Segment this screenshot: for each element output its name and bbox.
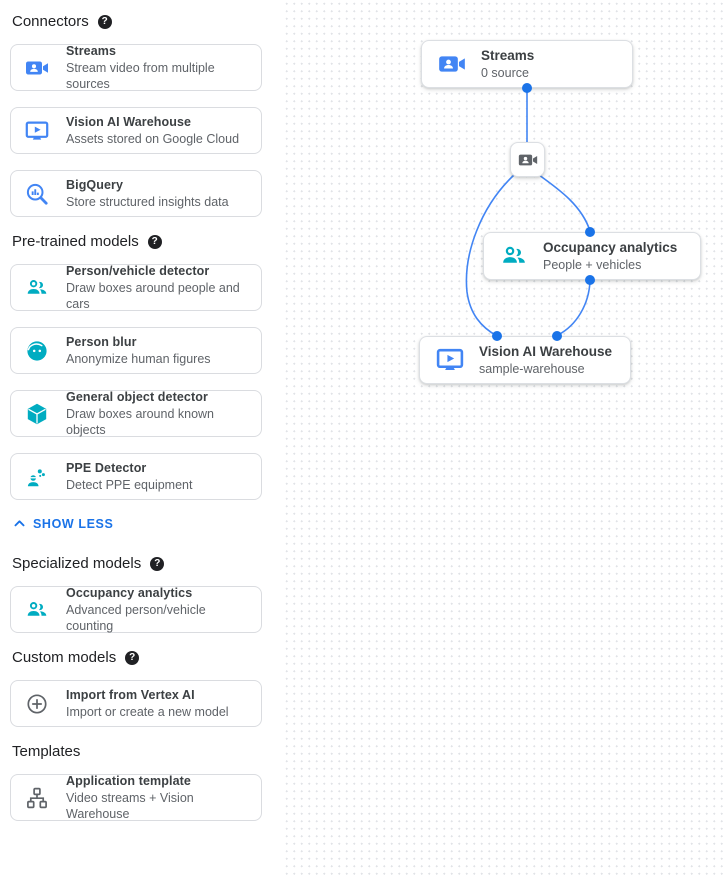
palette-card-vision-ai-warehouse[interactable]: Vision AI Warehouse Assets stored on Goo… xyxy=(10,107,262,154)
help-icon[interactable]: ? xyxy=(125,651,140,665)
port-warehouse-input-1[interactable] xyxy=(492,331,502,341)
port-warehouse-input-2[interactable] xyxy=(552,331,562,341)
card-subtitle: Draw boxes around people and cars xyxy=(66,281,240,311)
card-title: BigQuery xyxy=(66,178,124,192)
palette-card-ppe-detector[interactable]: PPE Detector Detect PPE equipment xyxy=(10,453,262,500)
node-title: Occupancy analytics xyxy=(543,240,678,255)
card-title: Import from Vertex AI xyxy=(66,688,195,702)
help-icon[interactable]: ? xyxy=(97,15,112,29)
card-title: General object detector xyxy=(66,390,208,404)
monitor-play-icon xyxy=(25,119,49,143)
ppe-person-icon xyxy=(25,465,49,489)
card-subtitle: Video streams + Vision Warehouse xyxy=(66,791,194,821)
palette-card-occupancy-analytics[interactable]: Occupancy analytics Advanced person/vehi… xyxy=(10,586,262,633)
palette-card-streams[interactable]: Streams Stream video from multiple sourc… xyxy=(10,44,262,91)
section-title: Templates xyxy=(12,743,81,760)
help-icon[interactable]: ? xyxy=(150,557,165,571)
card-subtitle: Anonymize human figures xyxy=(66,352,211,366)
show-less-link[interactable]: SHOW LESS xyxy=(12,516,262,531)
port-occupancy-output[interactable] xyxy=(585,275,595,285)
node-streams[interactable]: Streams 0 source xyxy=(421,40,633,88)
node-title: Streams xyxy=(481,48,535,63)
section-heading-pretrained-models: Pre-trained models ? xyxy=(12,233,262,251)
pipeline-edges xyxy=(465,87,591,337)
monitor-play-icon xyxy=(436,346,464,374)
card-subtitle: Assets stored on Google Cloud xyxy=(66,132,240,146)
section-title: Connectors xyxy=(12,13,89,30)
palette-card-person-blur[interactable]: Person blur Anonymize human figures xyxy=(10,327,262,374)
section-heading-connectors: Connectors ? xyxy=(12,13,262,31)
card-title: Occupancy analytics xyxy=(66,586,193,600)
video-camera-icon xyxy=(438,50,466,78)
section-title: Custom models xyxy=(12,649,117,666)
node-title: Vision AI Warehouse xyxy=(479,344,613,359)
node-occupancy-analytics[interactable]: Occupancy analytics People + vehicles xyxy=(483,232,701,280)
show-less-label: SHOW LESS xyxy=(33,516,114,531)
card-subtitle: Advanced person/vehicle counting xyxy=(66,603,206,633)
node-subtitle: sample-warehouse xyxy=(479,362,585,376)
card-title: Person blur xyxy=(66,335,137,349)
component-palette-sidebar: Connectors ? Streams Stream video from m… xyxy=(0,0,283,878)
people-icon xyxy=(25,598,49,622)
port-streams-output[interactable] xyxy=(522,83,532,93)
section-title: Specialized models xyxy=(12,555,142,572)
palette-card-application-template[interactable]: Application template Video streams + Vis… xyxy=(10,774,262,821)
video-camera-icon xyxy=(518,150,538,170)
cube-icon xyxy=(25,402,49,426)
card-title: PPE Detector xyxy=(66,461,147,475)
tree-icon xyxy=(25,786,49,810)
palette-card-general-object-detector[interactable]: General object detector Draw boxes aroun… xyxy=(10,390,262,437)
section-heading-specialized-models: Specialized models ? xyxy=(12,555,262,573)
video-camera-icon xyxy=(25,56,49,80)
people-icon xyxy=(500,242,528,270)
node-stream-processor[interactable] xyxy=(510,142,545,177)
section-heading-custom-models: Custom models ? xyxy=(12,649,262,667)
card-subtitle: Import or create a new model xyxy=(66,705,229,719)
palette-card-person-vehicle-detector[interactable]: Person/vehicle detector Draw boxes aroun… xyxy=(10,264,262,311)
card-title: Person/vehicle detector xyxy=(66,264,210,278)
card-subtitle: Draw boxes around known objects xyxy=(66,407,214,437)
node-vision-ai-warehouse[interactable]: Vision AI Warehouse sample-warehouse xyxy=(419,336,631,384)
card-subtitle: Detect PPE equipment xyxy=(66,478,193,492)
palette-card-bigquery[interactable]: BigQuery Store structured insights data xyxy=(10,170,262,217)
card-title: Streams xyxy=(66,44,117,58)
people-icon xyxy=(25,276,49,300)
plus-circle-icon xyxy=(25,692,49,716)
card-subtitle: Store structured insights data xyxy=(66,195,229,209)
bigquery-search-icon xyxy=(25,182,49,206)
card-subtitle: Stream video from multiple sources xyxy=(66,61,215,91)
chevron-up-icon xyxy=(12,516,27,531)
port-occupancy-input[interactable] xyxy=(585,227,595,237)
card-title: Vision AI Warehouse xyxy=(66,115,192,129)
pipeline-canvas[interactable]: Streams 0 source Occupancy analytics Peo… xyxy=(283,0,725,878)
card-title: Application template xyxy=(66,774,191,788)
node-subtitle: 0 source xyxy=(481,66,529,80)
section-title: Pre-trained models xyxy=(12,233,139,250)
node-subtitle: People + vehicles xyxy=(543,258,642,272)
palette-card-import-from-vertex-ai[interactable]: Import from Vertex AI Import or create a… xyxy=(10,680,262,727)
section-heading-templates: Templates xyxy=(12,743,262,761)
face-icon xyxy=(25,339,49,363)
help-icon[interactable]: ? xyxy=(147,235,162,249)
